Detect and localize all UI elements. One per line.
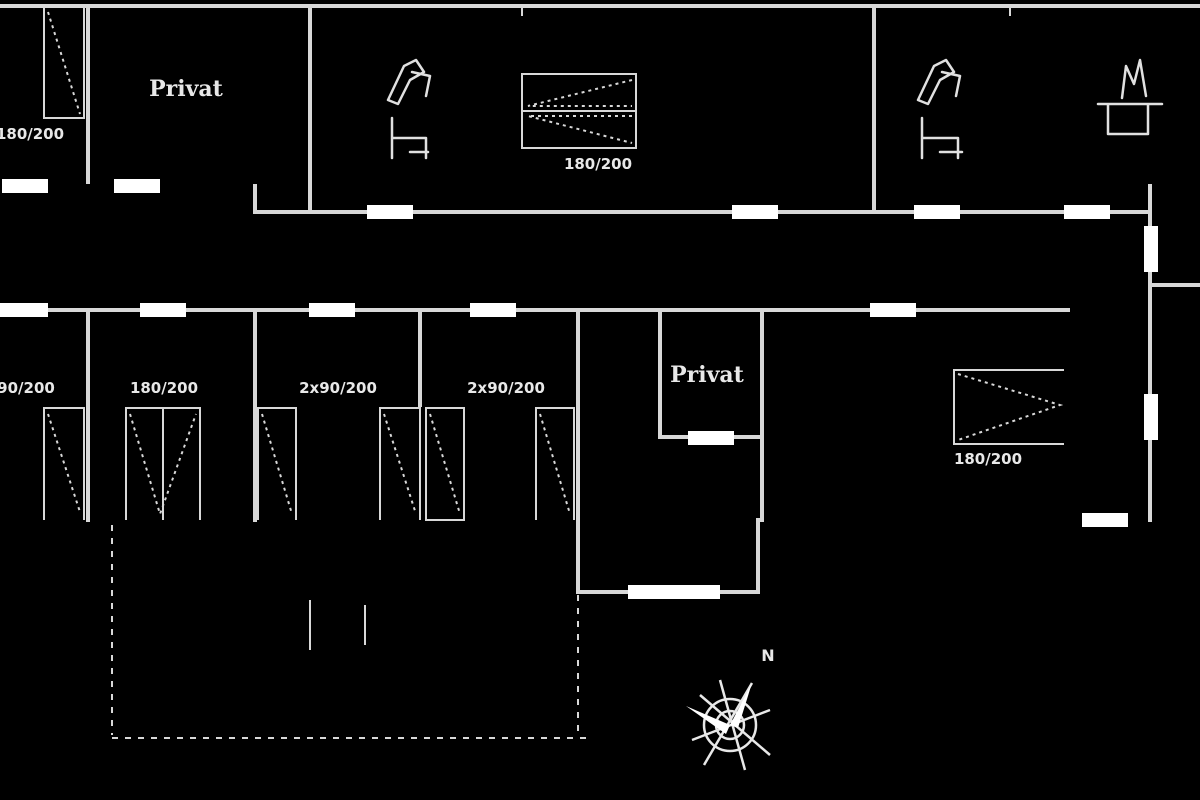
toilet-symbols bbox=[386, 58, 1164, 160]
room-label-private-top: Privat bbox=[149, 76, 224, 102]
bed-top-center bbox=[521, 73, 637, 149]
bed-size-label: 180/200 bbox=[564, 155, 632, 173]
toilet-icon bbox=[916, 58, 964, 160]
doors bbox=[0, 179, 1158, 599]
bed-row-3 bbox=[257, 407, 297, 520]
door bbox=[1144, 226, 1158, 272]
toilet-icon bbox=[386, 58, 432, 160]
bed-row-2 bbox=[125, 407, 201, 520]
bed-size-label: 90/200 bbox=[0, 379, 55, 397]
bed-size-label: 2x90/200 bbox=[299, 379, 377, 397]
bed-row-3b bbox=[379, 407, 421, 520]
door bbox=[1082, 513, 1128, 527]
labels: Privat Privat 180/200 180/200 90/200 180… bbox=[0, 76, 1022, 468]
compass-north-label: N bbox=[761, 646, 774, 665]
door bbox=[2, 179, 48, 193]
door bbox=[309, 303, 355, 317]
door bbox=[1064, 205, 1110, 219]
bed-row-4b bbox=[535, 407, 575, 520]
bed-size-label: 2x90/200 bbox=[467, 379, 545, 397]
bed-right-mid bbox=[953, 369, 1064, 445]
terrace-outline bbox=[111, 525, 590, 739]
door bbox=[1144, 394, 1158, 440]
door bbox=[732, 205, 778, 219]
door bbox=[688, 431, 734, 445]
door bbox=[628, 585, 720, 599]
bed-row-1 bbox=[43, 407, 85, 520]
door bbox=[367, 205, 413, 219]
door bbox=[870, 303, 916, 317]
bed-row-4a bbox=[425, 407, 465, 521]
compass-rose-icon: N bbox=[686, 646, 775, 771]
bed-size-label: 180/200 bbox=[0, 125, 64, 143]
sink-icon bbox=[1096, 58, 1164, 136]
door bbox=[0, 303, 48, 317]
door bbox=[470, 303, 516, 317]
bed-size-label: 180/200 bbox=[954, 450, 1022, 468]
beds bbox=[43, 8, 1064, 521]
room-label-private-mid: Privat bbox=[670, 362, 745, 388]
door bbox=[914, 205, 960, 219]
bed-top-left bbox=[43, 8, 85, 119]
door bbox=[140, 303, 186, 317]
walls-middle bbox=[0, 308, 1070, 594]
bed-size-label: 180/200 bbox=[130, 379, 198, 397]
door bbox=[114, 179, 160, 193]
